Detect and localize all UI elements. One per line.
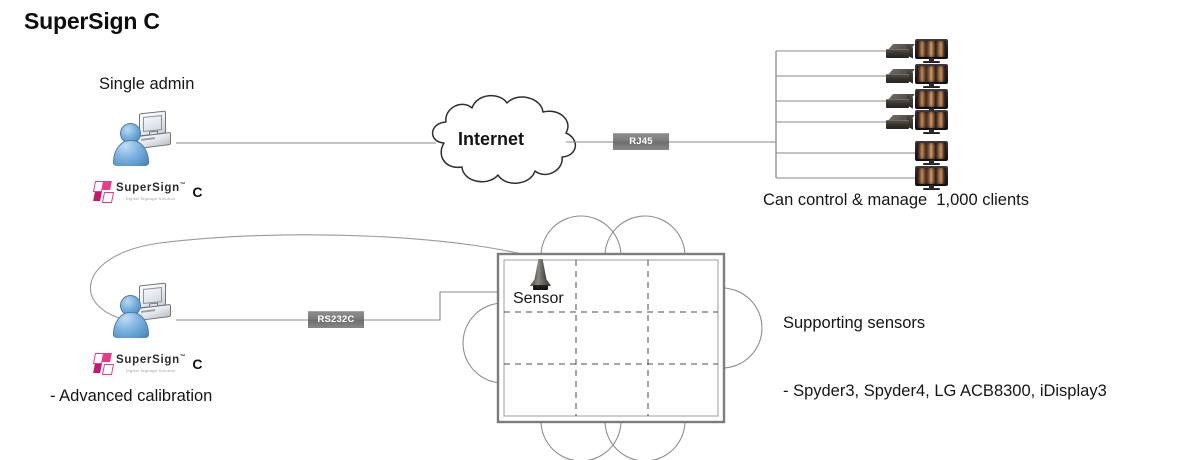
page-title: SuperSign C	[24, 8, 160, 34]
rj45-connector-badge: RJ45	[613, 133, 669, 150]
flat-panel-display-icon	[915, 141, 948, 166]
media-player-icon	[886, 94, 915, 109]
sensor-label: Sensor	[513, 290, 564, 307]
flat-panel-display-icon	[915, 64, 948, 89]
wall-arc-left	[462, 302, 504, 384]
supersign-logo-mark	[92, 353, 115, 375]
flat-panel-display-icon	[915, 39, 948, 64]
media-player-icon	[886, 115, 915, 130]
supersign-tagline: Digital Signage Solution	[125, 367, 176, 373]
supporting-sensors-list: - Spyder3, Spyder4, LG ACB8300, iDisplay…	[783, 381, 1107, 400]
flat-panel-display-icon	[915, 110, 948, 135]
supersign-edition-suffix: C	[192, 355, 203, 372]
supersign-wordmark: SuperSign™ Digital Signage Solution	[116, 181, 186, 201]
wire-rs232c-to-wall	[364, 291, 500, 321]
wall-arc-top-right	[604, 215, 686, 257]
flat-panel-display-icon	[915, 166, 948, 191]
supporting-sensors-block: Supporting sensors - Spyder3, Spyder4, L…	[783, 266, 1107, 448]
supersign-wordmark-text: SuperSign™	[116, 181, 186, 194]
clients-capacity-caption: Can control & manage 1,000 clients	[763, 191, 1029, 209]
supersign-edition-suffix: C	[192, 183, 203, 200]
person-body-shape	[113, 312, 149, 338]
user-computer-icon	[113, 110, 175, 166]
supersign-wordmark-text: SuperSign™	[116, 353, 186, 366]
person-icon	[113, 295, 149, 338]
calibration-sensor-icon	[529, 259, 553, 293]
person-icon	[113, 123, 149, 166]
advanced-calibration-note: - Advanced calibration	[50, 387, 213, 405]
supersign-logo-bottom: SuperSign™ Digital Signage Solution C	[92, 353, 203, 375]
supersign-tagline: Digital Signage Solution	[125, 195, 176, 201]
supersign-logo-mark	[92, 181, 115, 203]
supporting-sensors-heading: Supporting sensors	[783, 313, 926, 332]
wall-arc-right	[721, 287, 763, 369]
internet-cloud-label: Internet	[458, 129, 525, 149]
rs232c-connector-badge: RS232C	[308, 311, 364, 328]
supersign-wordmark: SuperSign™ Digital Signage Solution	[116, 353, 186, 373]
single-admin-label: Single admin	[99, 75, 195, 93]
supersign-logo-top: SuperSign™ Digital Signage Solution C	[92, 181, 203, 203]
wall-arc-bottom-right	[604, 420, 686, 460]
wall-arc-bottom-left	[540, 420, 622, 460]
media-player-icon	[886, 69, 915, 84]
person-body-shape	[113, 140, 149, 166]
media-player-icon	[886, 44, 915, 59]
user-computer-icon	[113, 282, 175, 338]
wall-arc-top-left	[540, 215, 622, 257]
